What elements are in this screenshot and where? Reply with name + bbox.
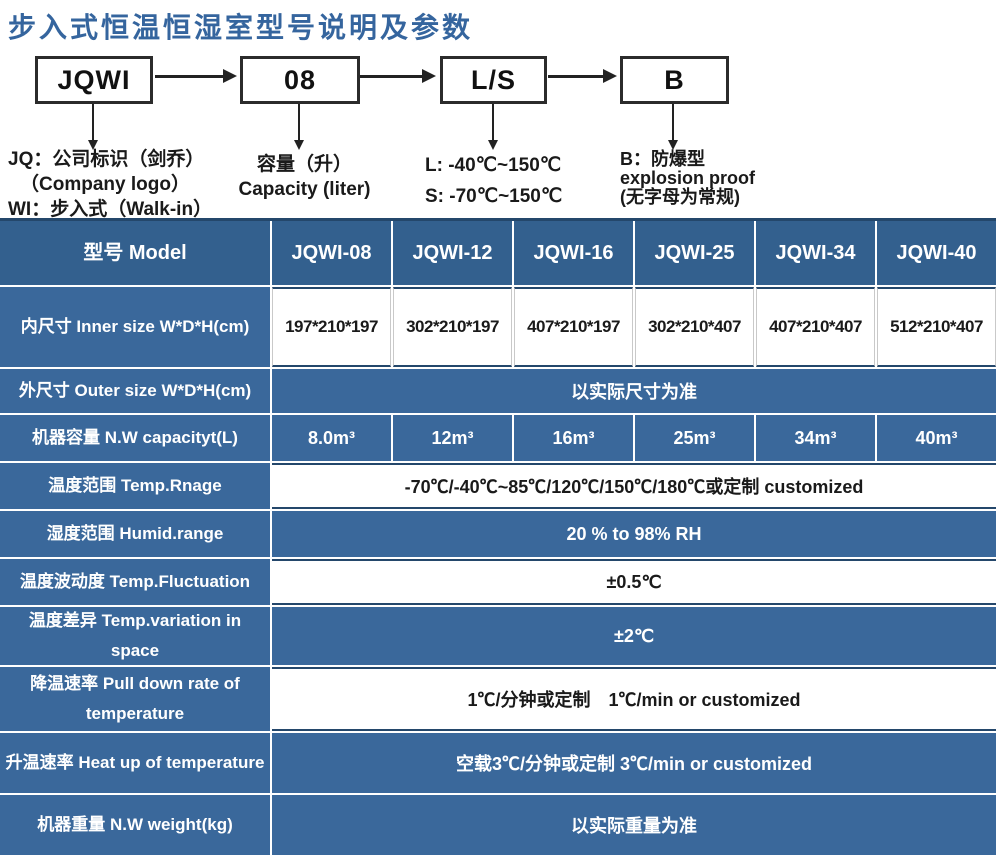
- inner-size-value: 302*210*197: [393, 287, 512, 367]
- table-row-temp-range: 温度范围 Temp.Rnage -70℃/-40℃~85℃/120℃/150℃/…: [0, 463, 996, 509]
- row-label: 温度差异 Temp.variation in space: [0, 607, 270, 665]
- capacity-value: 25m³: [635, 415, 754, 461]
- note-line: (无字母为常规): [620, 187, 740, 207]
- table-row-inner-size: 内尺寸 Inner size W*D*H(cm) 197*210*197 302…: [0, 287, 996, 367]
- note-company-code: JQ：公司标识（剑乔） （Company logo） WI：步入式（Walk-i…: [8, 147, 248, 222]
- outer-size-value: 以实际尺寸为准: [272, 369, 996, 413]
- table-header-row: 型号 Model JQWI-08 JQWI-12 JQWI-16 JQWI-25…: [0, 221, 996, 285]
- row-label: 外尺寸 Outer size W*D*H(cm): [0, 369, 270, 413]
- row-label: 湿度范围 Humid.range: [0, 511, 270, 557]
- down-arrow-icon: [88, 104, 98, 150]
- table-row-weight: 机器重量 N.W weight(kg) 以实际重量为准: [0, 795, 996, 855]
- note-option-code: B：防爆型 explosion proof (无字母为常规): [620, 150, 830, 207]
- heatup-rate-value: 空载3℃/分钟或定制 3℃/min or customized: [272, 733, 996, 793]
- row-label: 温度波动度 Temp.Fluctuation: [0, 559, 270, 605]
- note-line: WI：步入式（Walk-in）: [8, 199, 213, 220]
- header-model: JQWI-08: [272, 221, 391, 285]
- pulldown-rate-value: 1℃/分钟或定制 1℃/min or customized: [272, 667, 996, 731]
- note-line: L: -40℃~150℃: [425, 155, 562, 176]
- header-model-label: 型号 Model: [0, 221, 270, 285]
- note-temp-class-code: L: -40℃~150℃ S: -70℃~150℃: [425, 150, 605, 212]
- table-row-capacity: 机器容量 N.W capacityt(L) 8.0m³ 12m³ 16m³ 25…: [0, 415, 996, 461]
- diagram-box-company-code: JQWI: [35, 56, 153, 104]
- header-model: JQWI-16: [514, 221, 633, 285]
- table-row-outer-size: 外尺寸 Outer size W*D*H(cm) 以实际尺寸为准: [0, 369, 996, 413]
- header-model: JQWI-40: [877, 221, 996, 285]
- down-arrow-icon: [668, 104, 678, 150]
- right-arrow-icon: [155, 69, 237, 83]
- down-arrow-icon: [488, 104, 498, 150]
- table-row-pulldown-rate: 降温速率 Pull down rate of temperature 1℃/分钟…: [0, 667, 996, 731]
- fluctuation-value: ±0.5℃: [272, 559, 996, 605]
- capacity-value: 34m³: [756, 415, 875, 461]
- note-line: explosion proof: [620, 168, 755, 188]
- header-model: JQWI-12: [393, 221, 512, 285]
- down-arrow-icon: [294, 104, 304, 150]
- row-label: 内尺寸 Inner size W*D*H(cm): [0, 287, 270, 367]
- diagram-box-capacity-code: 08: [240, 56, 360, 104]
- note-line: 容量（升）: [256, 154, 352, 175]
- right-arrow-icon: [360, 69, 436, 83]
- inner-size-value: 512*210*407: [877, 287, 996, 367]
- weight-value: 以实际重量为准: [272, 795, 996, 855]
- note-capacity-code: 容量（升） Capacity (liter): [212, 152, 397, 202]
- note-line: S: -70℃~150℃: [425, 186, 563, 207]
- table-row-fluctuation: 温度波动度 Temp.Fluctuation ±0.5℃: [0, 559, 996, 605]
- diagram-box-temp-class-code: L/S: [440, 56, 547, 104]
- capacity-value: 40m³: [877, 415, 996, 461]
- row-label: 降温速率 Pull down rate of temperature: [0, 667, 270, 731]
- diagram-box-option-code: B: [620, 56, 729, 104]
- row-label: 升温速率 Heat up of temperature: [0, 733, 270, 793]
- table-row-humidity: 湿度范围 Humid.range 20 % to 98% RH: [0, 511, 996, 557]
- table-row-variation: 温度差异 Temp.variation in space ±2℃: [0, 607, 996, 665]
- note-line: Capacity (liter): [238, 179, 371, 200]
- table-row-heatup-rate: 升温速率 Heat up of temperature 空载3℃/分钟或定制 3…: [0, 733, 996, 793]
- note-line: （Company logo）: [20, 174, 190, 195]
- inner-size-value: 407*210*407: [756, 287, 875, 367]
- row-label: 温度范围 Temp.Rnage: [0, 463, 270, 509]
- inner-size-value: 302*210*407: [635, 287, 754, 367]
- humidity-value: 20 % to 98% RH: [272, 511, 996, 557]
- temp-range-value: -70℃/-40℃~85℃/120℃/150℃/180℃或定制 customiz…: [272, 463, 996, 509]
- row-label: 机器容量 N.W capacityt(L): [0, 415, 270, 461]
- header-model: JQWI-25: [635, 221, 754, 285]
- note-line: B：防爆型: [620, 149, 705, 169]
- variation-value: ±2℃: [272, 607, 996, 665]
- inner-size-value: 197*210*197: [272, 287, 391, 367]
- capacity-value: 16m³: [514, 415, 633, 461]
- inner-size-value: 407*210*197: [514, 287, 633, 367]
- capacity-value: 12m³: [393, 415, 512, 461]
- note-line: JQ：公司标识（剑乔）: [8, 149, 205, 170]
- header-model: JQWI-34: [756, 221, 875, 285]
- page-title: 步入式恒温恒湿室型号说明及参数: [8, 12, 474, 43]
- capacity-value: 8.0m³: [272, 415, 391, 461]
- row-label: 机器重量 N.W weight(kg): [0, 795, 270, 855]
- spec-table: 型号 Model JQWI-08 JQWI-12 JQWI-16 JQWI-25…: [0, 218, 996, 855]
- right-arrow-icon: [548, 69, 617, 83]
